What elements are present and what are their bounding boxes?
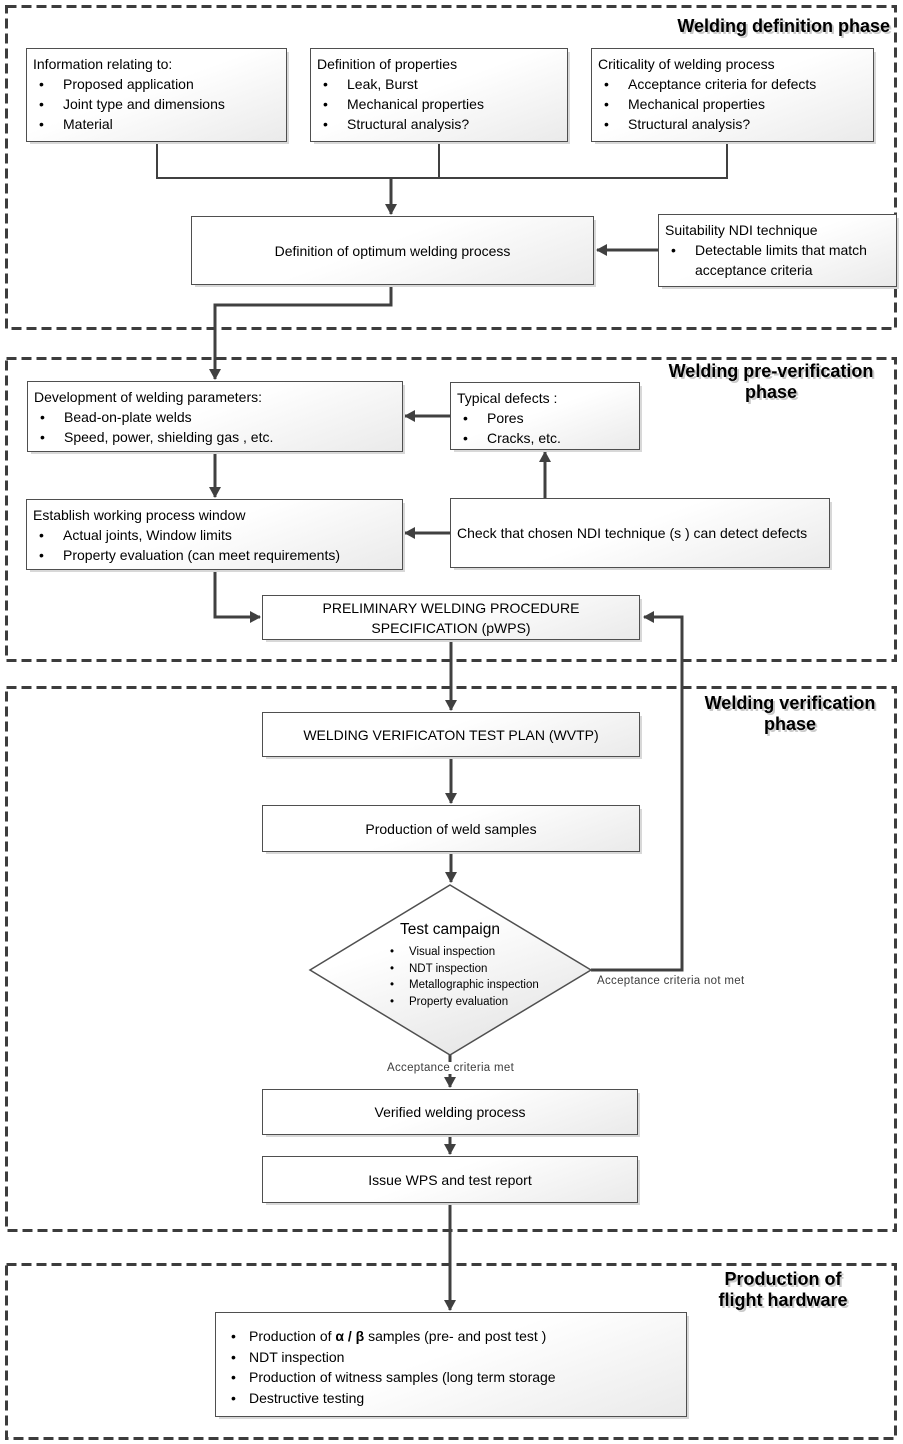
box-optimum-process: Definition of optimum welding process: [191, 216, 594, 285]
list-item: •Mechanical properties: [323, 96, 484, 112]
list-item: •Metallographic inspection: [390, 979, 539, 991]
list-item: •Speed, power, shielding gas , etc.: [40, 429, 274, 445]
phase-title-verification: Welding verification phase: [704, 693, 876, 734]
box-title: Development of welding parameters:: [34, 389, 263, 405]
box-weld-samples: Production of weld samples: [262, 805, 640, 852]
phase-title-definition-text: Welding definition phase: [677, 16, 890, 36]
list-item: •Actual joints, Window limits: [39, 527, 232, 543]
list-item: • Production of α / β samples (pre- and …: [231, 1328, 547, 1344]
box-typical-defects: Typical defects : •Pores •Cracks, etc.: [450, 382, 640, 450]
box-title: Criticality of welding process: [598, 56, 775, 72]
list-item: •Acceptance criteria for defects: [604, 76, 817, 92]
list-item: •Detectable limits that match acceptance…: [671, 242, 867, 278]
list-item: •Joint type and dimensions: [39, 96, 225, 112]
label-criteria-met: Acceptance criteria met: [384, 1062, 518, 1074]
list-item: •Cracks, etc.: [463, 430, 561, 446]
box-development-parameters: Development of welding parameters: •Bead…: [27, 381, 403, 452]
list-item: •Destructive testing: [231, 1389, 365, 1406]
list-item: •Leak, Burst: [323, 76, 418, 92]
list-item: •Structural analysis?: [604, 116, 751, 132]
box-verified-process: Verified welding process: [262, 1089, 638, 1135]
box-title: Establish working process window: [33, 507, 246, 523]
list-item: •Material: [39, 116, 113, 132]
box-flight-hardware: • Production of α / β samples (pre- and …: [215, 1312, 687, 1417]
box-issue-wps: Issue WPS and test report: [262, 1156, 638, 1203]
phase-title-production: Production of flight hardware: [718, 1269, 848, 1310]
phase-border-definition: [5, 5, 897, 330]
list-item: •Property evaluation: [390, 995, 509, 1008]
box-criticality: Criticality of welding process •Acceptan…: [591, 48, 874, 142]
phase-title-definition: Welding definition phase: [600, 16, 890, 37]
list-item: •NDT inspection: [231, 1348, 345, 1365]
box-title: Typical defects :: [457, 390, 558, 406]
list-item: •Bead-on-plate welds: [40, 409, 192, 425]
list-item: •Visual inspection: [390, 946, 496, 958]
list-item: •Structural analysis?: [323, 116, 470, 132]
list-item: •Mechanical properties: [604, 96, 765, 112]
label-criteria-not-met: Acceptance criteria not met: [597, 975, 745, 987]
box-title: Suitability NDI technique: [665, 222, 818, 238]
list-item: •Pores: [463, 410, 524, 426]
diamond-title: Test campaign: [400, 921, 500, 938]
box-title: Information relating to:: [33, 56, 173, 72]
box-wvtp: WELDING VERIFICATON TEST PLAN (WVTP): [262, 712, 640, 757]
phase-title-pre-verification: Welding pre-verification phase: [668, 361, 874, 402]
test-campaign-diamond: [308, 884, 593, 1056]
greek-alpha-beta: α / β: [335, 1328, 365, 1344]
box-information: Information relating to: •Proposed appli…: [26, 48, 287, 142]
list-item: •NDT inspection: [390, 962, 488, 975]
feedback-loop-line: [591, 611, 684, 972]
connector-stubs: [156, 142, 728, 179]
list-item: •Production of witness samples (long ter…: [231, 1369, 556, 1385]
diamond-bullet-list: •Visual inspection •NDT inspection •Meta…: [388, 944, 568, 1010]
box-title: Definition of properties: [317, 56, 458, 72]
box-ndi-suitability: Suitability NDI technique •Detectable li…: [658, 214, 897, 287]
box-properties: Definition of properties •Leak, Burst •M…: [310, 48, 568, 142]
connector-arrows: [209, 179, 684, 1311]
list-item: •Proposed application: [39, 76, 194, 92]
list-item: •Property evaluation (can meet requireme…: [39, 547, 341, 563]
box-pwps: PRELIMINARY WELDING PROCEDURE SPECIFICAT…: [262, 595, 640, 640]
box-establish-window: Establish working process window •Actual…: [26, 499, 403, 570]
box-check-ndi: Check that chosen NDI technique (s ) can…: [450, 498, 830, 568]
